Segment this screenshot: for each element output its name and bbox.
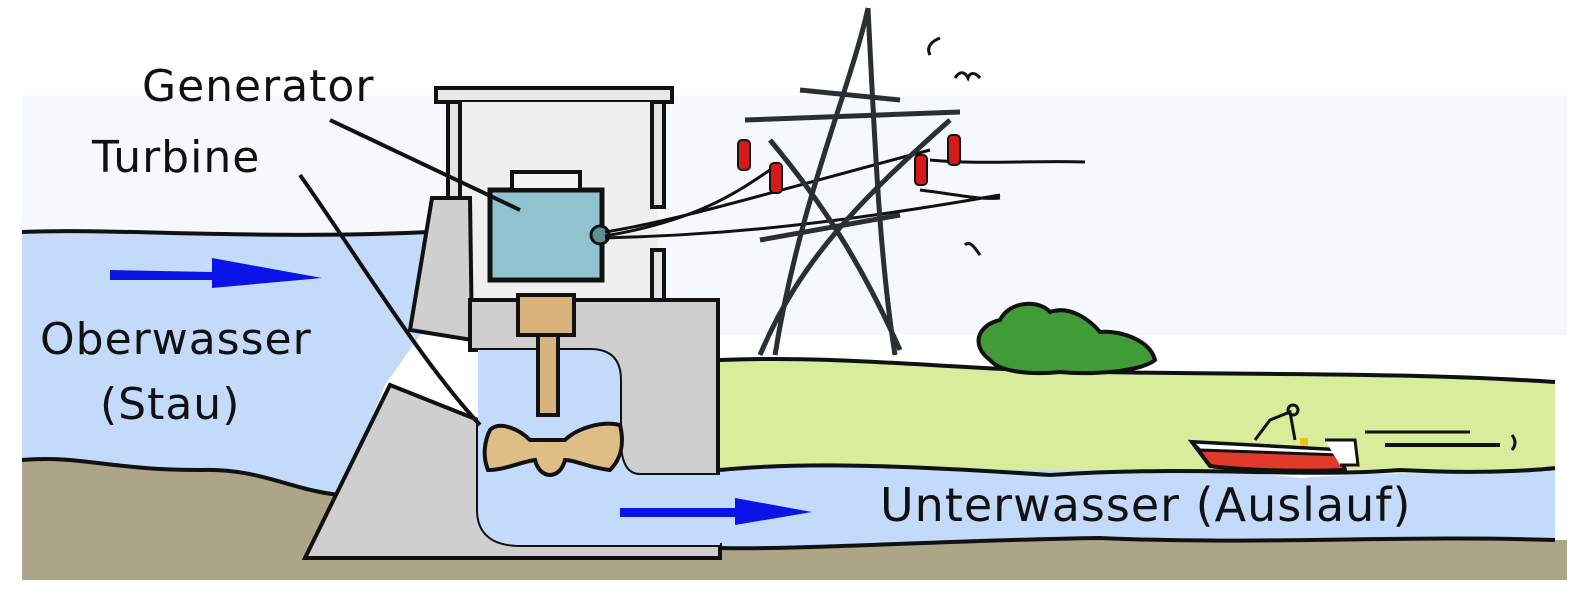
power-pylon <box>744 7 961 356</box>
speedboat <box>1187 403 1517 473</box>
flow-arrow-lower <box>620 498 812 525</box>
shaft-coupling <box>516 293 576 337</box>
insulators <box>737 134 961 194</box>
powerhouse-roof <box>434 86 674 104</box>
turbine-leader-line <box>298 173 482 427</box>
generator-cap <box>510 170 582 192</box>
turbine-runner <box>482 421 624 477</box>
upper-water-label: Oberwasser <box>40 314 312 365</box>
lower-water-surface <box>719 463 1556 478</box>
powerhouse-pillar-right <box>650 100 666 209</box>
generator-leader-line <box>329 118 521 212</box>
power-line-5 <box>919 188 1001 200</box>
lower-water-label: Unterwasser (Auslauf) <box>880 478 1412 532</box>
power-line-3 <box>604 168 771 238</box>
lower-water-bed <box>719 535 1556 551</box>
upper-water-sublabel: (Stau) <box>100 379 241 430</box>
flow-arrow-upper <box>110 258 322 288</box>
turbine-shaft <box>536 333 560 417</box>
bush <box>976 301 1158 376</box>
upper-water <box>22 231 445 495</box>
lower-water <box>620 464 1555 549</box>
power-line-2 <box>604 193 1001 240</box>
upper-water-bed <box>21 456 341 497</box>
powerhouse-pillar-right-lower <box>650 248 666 302</box>
birds <box>927 36 982 256</box>
upper-water-surface <box>21 229 431 237</box>
generator-label: Generator <box>142 61 375 112</box>
power-line-1 <box>604 148 931 234</box>
turbine-label: Turbine <box>92 132 261 183</box>
